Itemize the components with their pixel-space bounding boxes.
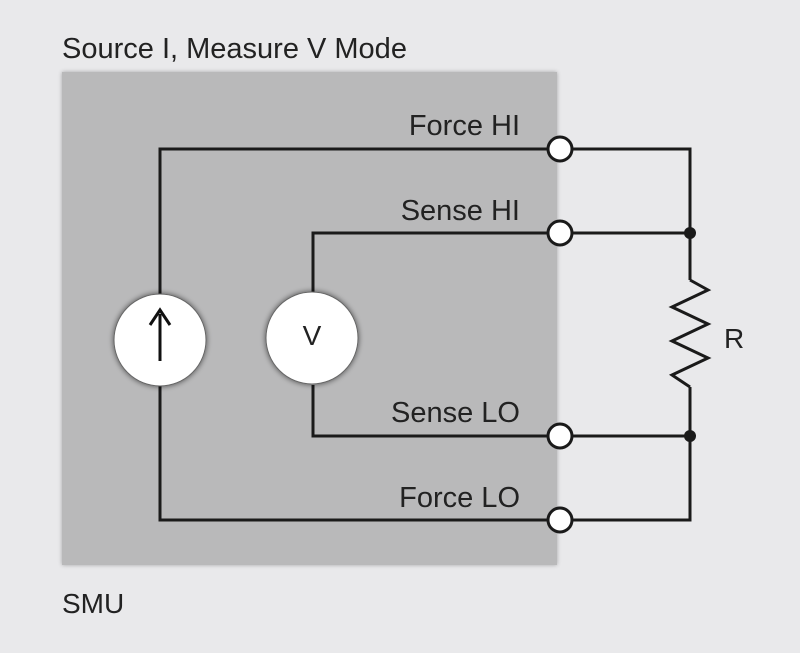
diagram-title: Source I, Measure V Mode bbox=[62, 33, 407, 65]
force-hi-wire bbox=[158, 147, 560, 300]
label-sense-hi: Sense HI bbox=[400, 195, 520, 227]
label-force-lo: Force LO bbox=[399, 482, 520, 514]
sense-hi-wire bbox=[311, 231, 560, 300]
resistor-zigzag bbox=[668, 278, 712, 389]
terminals bbox=[546, 135, 574, 534]
label-force-hi: Force HI bbox=[408, 110, 520, 142]
junction-dot-bottom bbox=[684, 430, 696, 442]
external-force-hi-wire bbox=[560, 147, 692, 233]
terminal-sense-lo bbox=[546, 422, 574, 450]
terminal-force-lo bbox=[546, 506, 574, 534]
terminal-force-hi bbox=[546, 135, 574, 163]
external-force-lo-wire bbox=[560, 436, 692, 522]
sense-lo-wire bbox=[311, 385, 560, 438]
voltmeter bbox=[265, 291, 359, 385]
voltmeter-circle bbox=[265, 291, 359, 385]
smu-label: SMU bbox=[62, 588, 125, 619]
junction-dot-top bbox=[684, 227, 696, 239]
resistor-label: R bbox=[724, 323, 745, 354]
wires bbox=[158, 147, 712, 522]
label-sense-lo: Sense LO bbox=[391, 397, 520, 429]
terminal-sense-hi bbox=[546, 219, 574, 247]
voltmeter-label: V bbox=[302, 320, 322, 351]
current-source bbox=[113, 293, 207, 387]
force-lo-wire bbox=[158, 385, 560, 522]
arrow-up-icon bbox=[148, 307, 172, 361]
